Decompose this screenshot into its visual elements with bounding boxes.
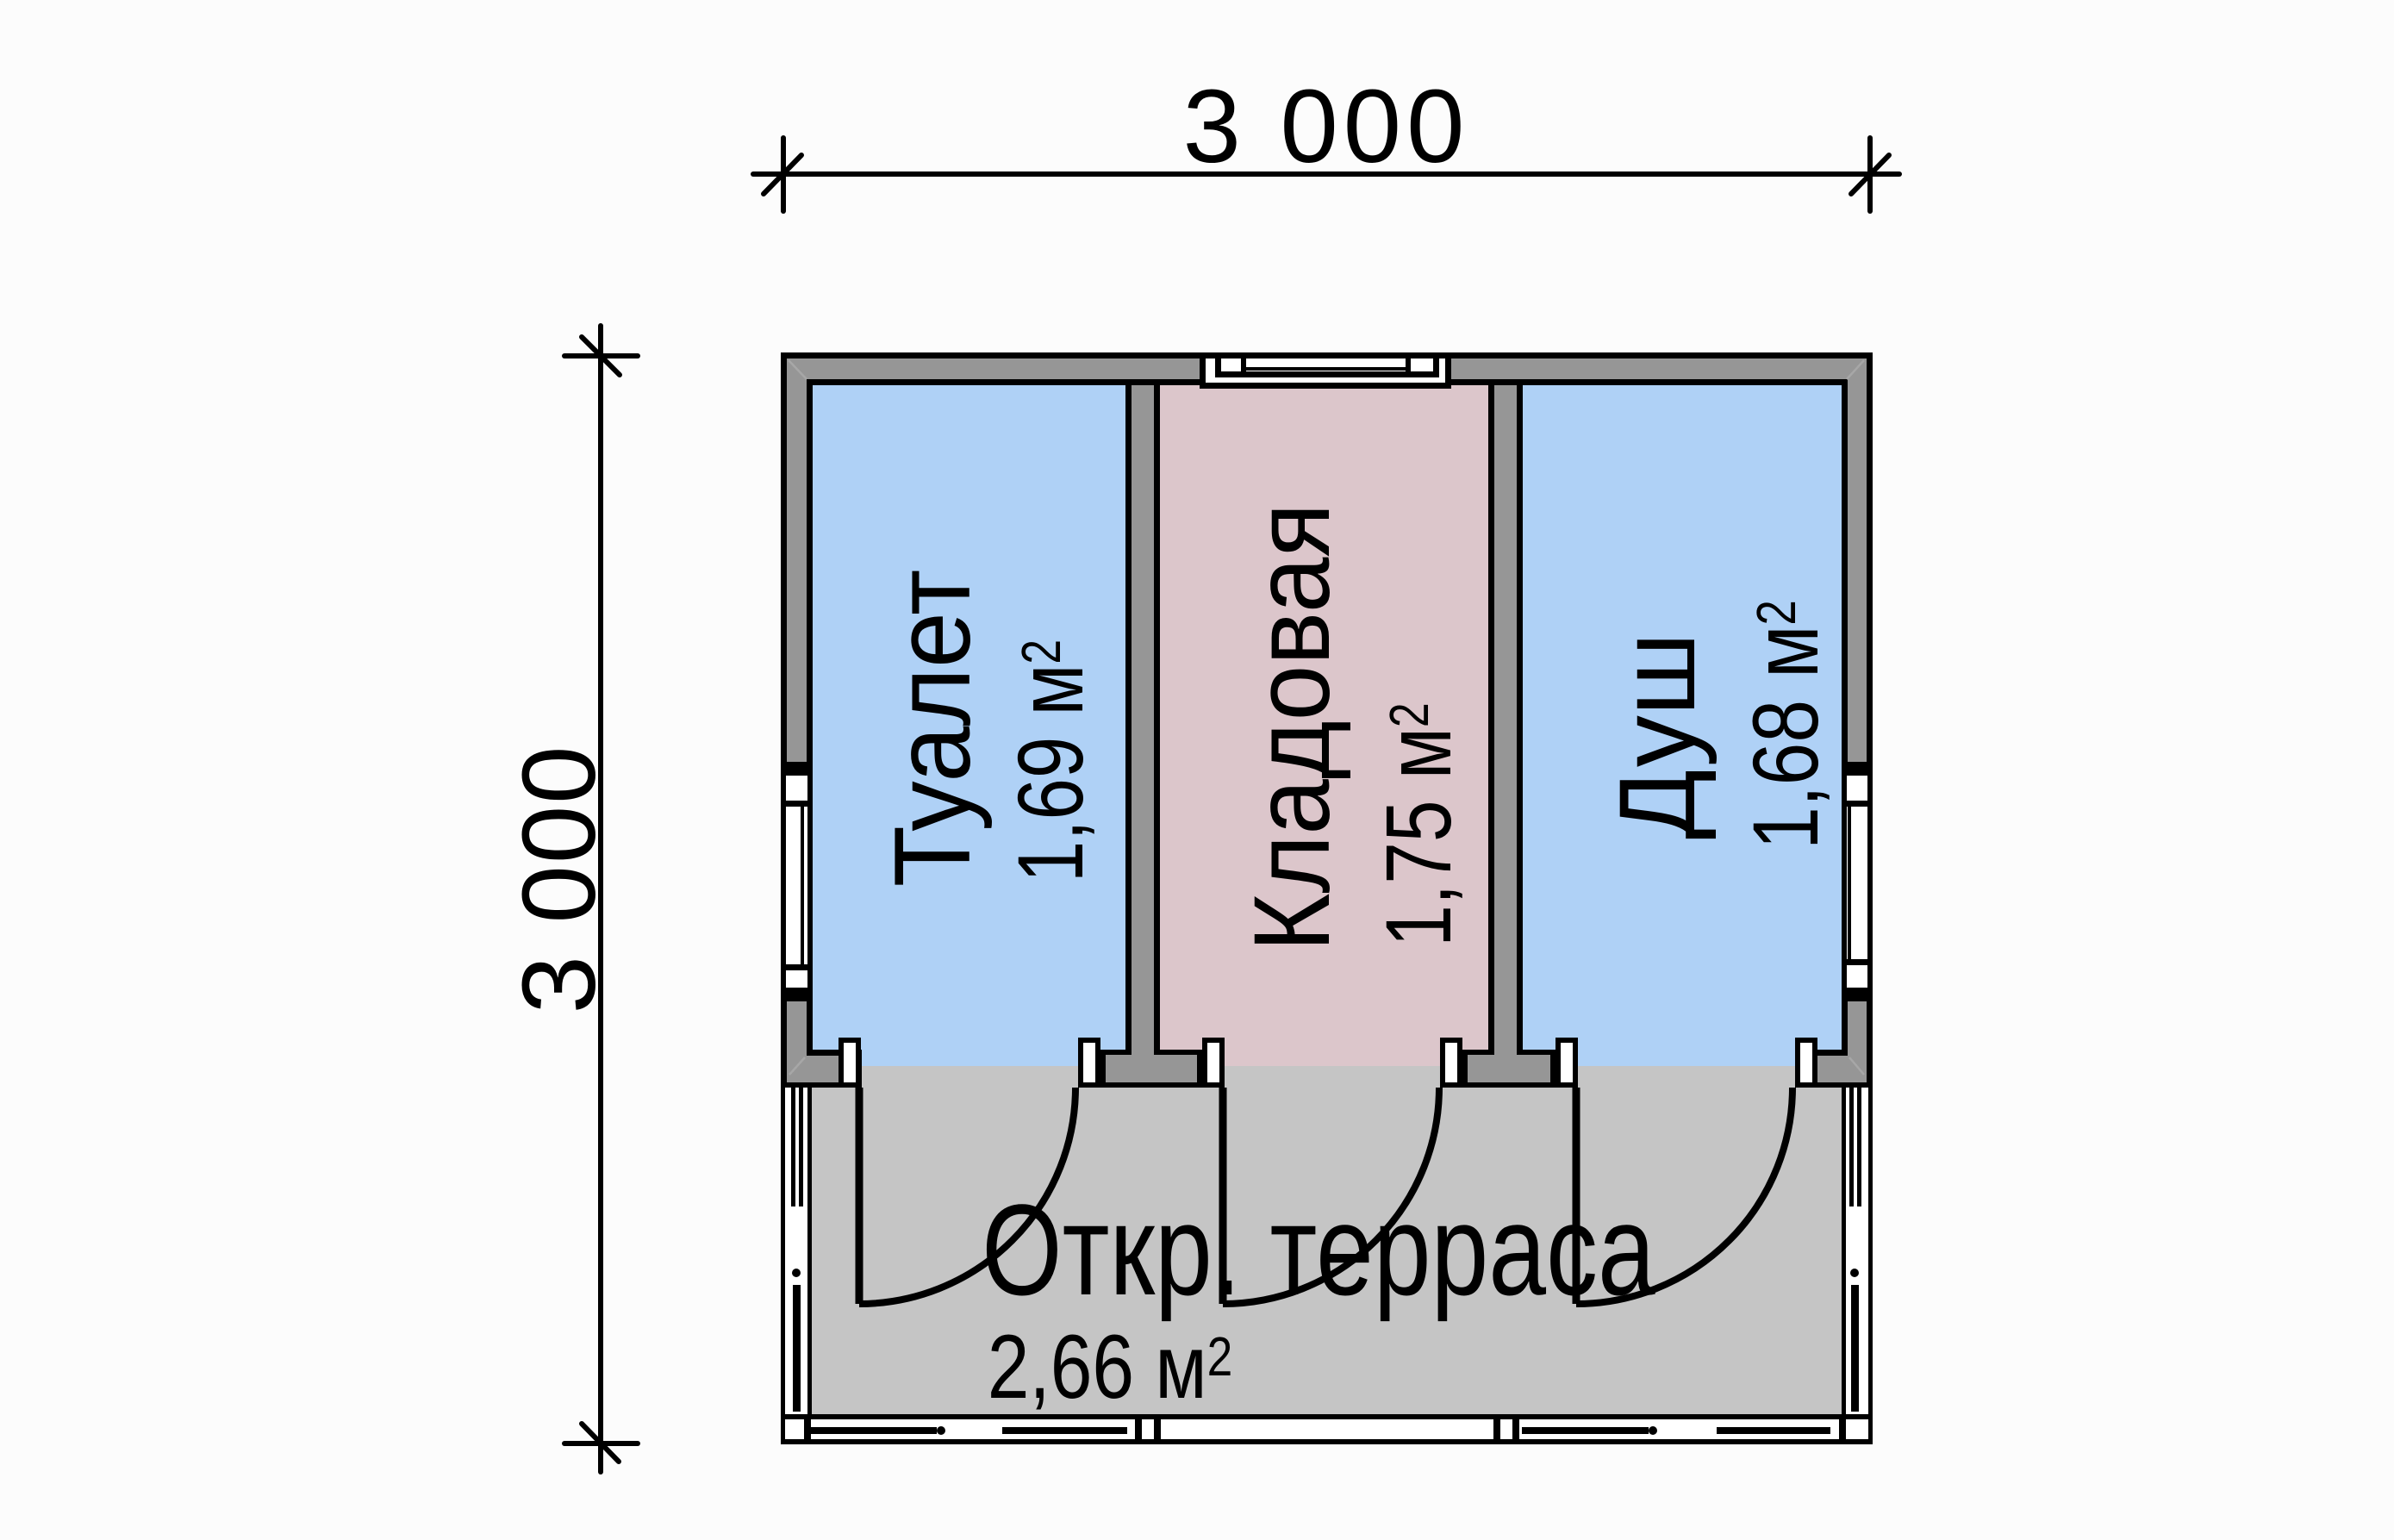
svg-text:2,66 м2: 2,66 м2 [988, 1317, 1233, 1418]
svg-text:1,68 м2: 1,68 м2 [1734, 600, 1838, 850]
svg-text:1,75 м2: 1,75 м2 [1366, 702, 1470, 947]
svg-text:Душ: Душ [1597, 633, 1718, 839]
svg-text:3 000: 3 000 [500, 745, 617, 1014]
svg-text:Туалет: Туалет [872, 570, 993, 888]
svg-text:Откр. терраса: Откр. терраса [982, 1177, 1655, 1322]
svg-text:1,69 м2: 1,69 м2 [998, 639, 1102, 882]
svg-text:3 000: 3 000 [1183, 67, 1470, 184]
svg-text:Кладовая: Кладовая [1231, 503, 1352, 952]
